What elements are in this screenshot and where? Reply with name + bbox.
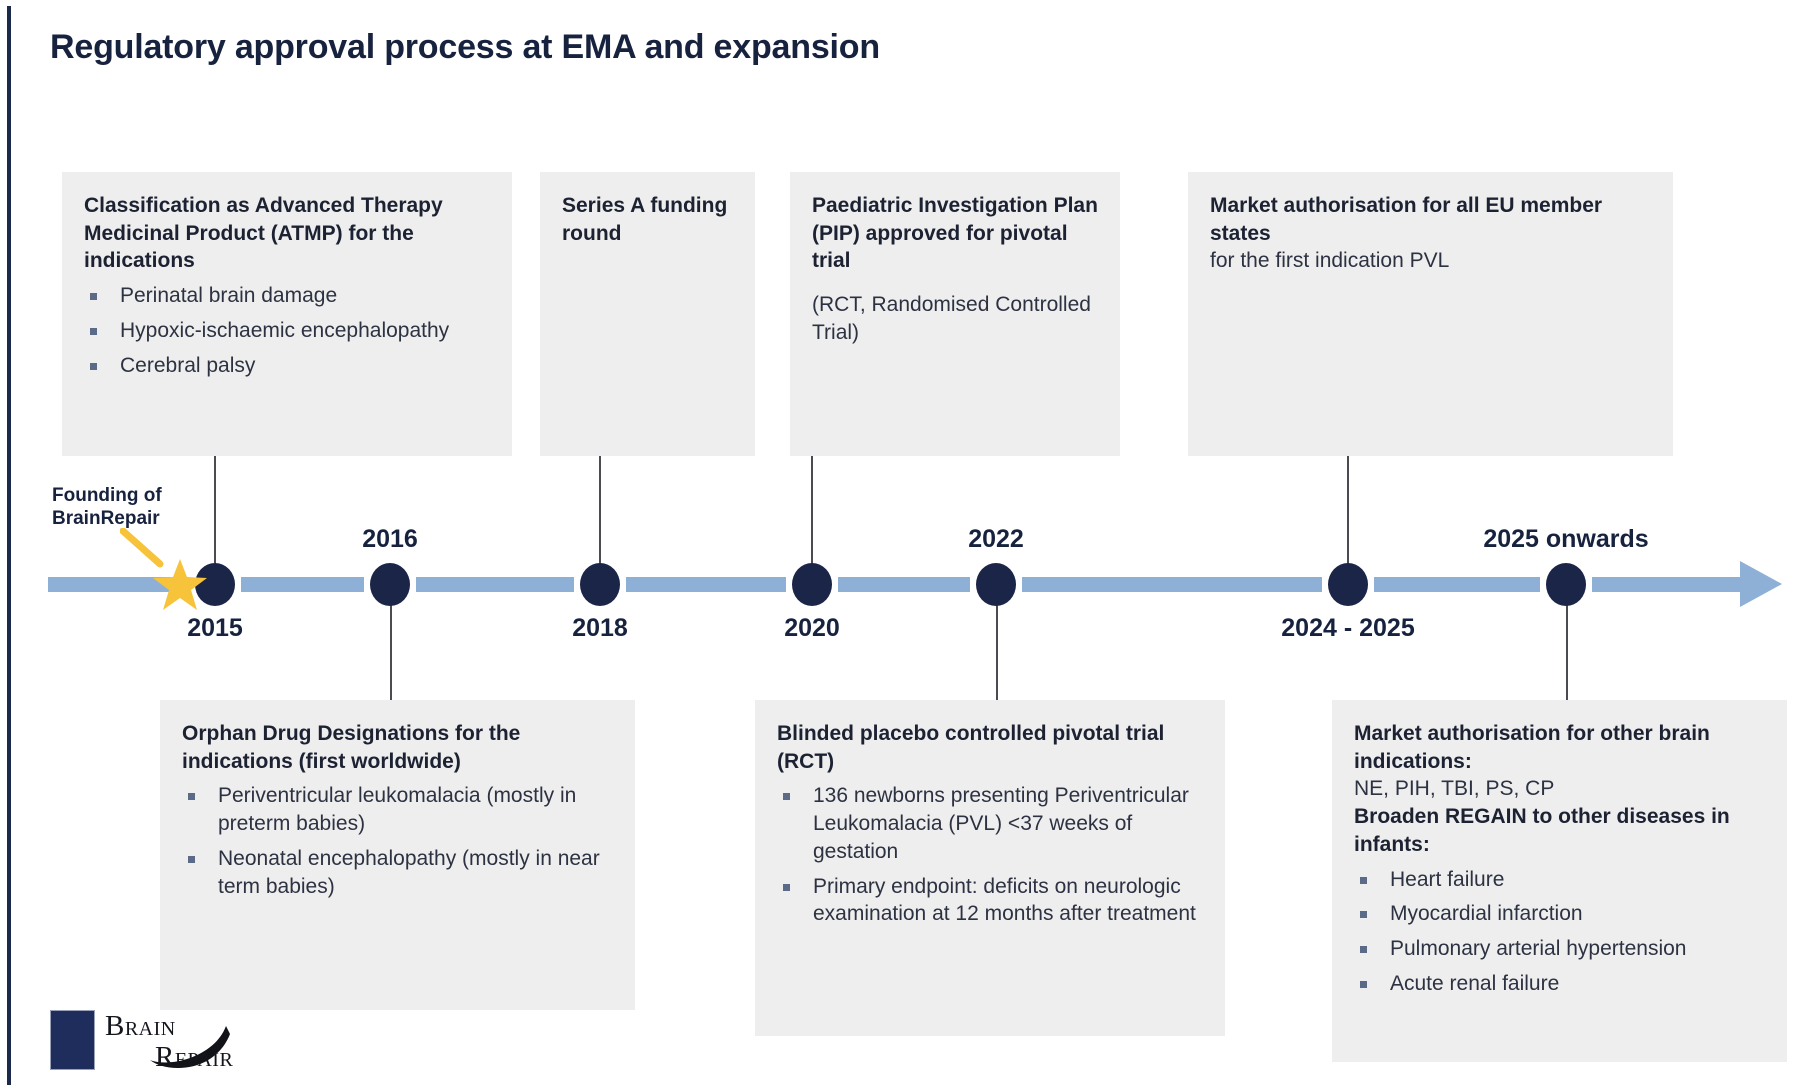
timeline-node-2018[interactable] [580,563,620,606]
connector-pip [811,456,813,568]
card-market-other-subtext: NE, PIH, TBI, PS, CP [1354,777,1555,801]
timeline-node-2024-2025[interactable] [1328,563,1368,606]
timeline-axis [48,577,1748,592]
connector-pivotal [996,600,998,700]
connector-orphan [390,600,392,700]
list-item: 136 newborns presenting Periventricular … [777,782,1203,865]
timeline-node-2022[interactable] [976,563,1016,606]
founding-label: Founding of BrainRepair [52,484,162,530]
card-pivotal-heading: Blinded placebo controlled pivotal trial… [777,722,1165,773]
connector-atmp [214,456,216,568]
year-label-2015: 2015 [187,614,243,642]
year-label-2024-2025: 2024 - 2025 [1281,614,1415,642]
card-orphan-bullets: Periventricular leukomalacia (mostly in … [182,782,613,900]
card-pivotal-bullets: 136 newborns presenting Periventricular … [777,782,1203,928]
card-orphan: Orphan Drug Designations for the indicat… [160,700,635,1010]
founding-label-line1: Founding of [52,485,162,506]
list-item: Pulmonary arterial hypertension [1354,935,1765,963]
page-title: Regulatory approval process at EMA and e… [50,28,880,66]
list-item: Perinatal brain damage [84,282,490,310]
card-series-a: Series A funding round [540,172,755,456]
connector-market-eu [1347,456,1349,568]
logo-square-icon [50,1010,95,1070]
connector-market-other [1566,600,1568,700]
card-series-a-heading: Series A funding round [562,194,728,245]
year-label-2016: 2016 [362,525,418,553]
year-label-2025-onwards: 2025 onwards [1483,525,1649,553]
brandrepair-logo: Brain Repair [50,1008,280,1074]
timeline-node-2025-onwards[interactable] [1546,563,1586,606]
list-item: Neonatal encephalopathy (mostly in near … [182,845,613,900]
timeline-node-2020[interactable] [792,563,832,606]
card-atmp: Classification as Advanced Therapy Medic… [62,172,512,456]
timeline-node-2016[interactable] [370,563,410,606]
list-item: Heart failure [1354,866,1765,894]
timeline-arrow-head [1740,561,1782,607]
card-market-other-bullets: Heart failure Myocardial infarction Pulm… [1354,866,1765,998]
founding-star-icon [153,559,207,610]
card-pivotal: Blinded placebo controlled pivotal trial… [755,700,1225,1036]
year-label-2018: 2018 [572,614,628,642]
card-pip-subtext: (RCT, Randomised Controlled Trial) [812,293,1091,344]
card-market-other-heading2: Broaden REGAIN to other diseases in infa… [1354,805,1730,856]
logo-swoosh-icon [150,1026,230,1068]
card-market-eu-heading: Market authorisation for all EU member s… [1210,194,1603,245]
card-atmp-heading: Classification as Advanced Therapy Medic… [84,194,443,273]
star-leader-line [120,528,164,568]
year-label-2020: 2020 [784,614,840,642]
card-orphan-heading: Orphan Drug Designations for the indicat… [182,722,521,773]
connector-series-a [599,456,601,568]
founding-label-line2: BrainRepair [52,508,160,530]
list-item: Myocardial infarction [1354,900,1765,928]
card-pip: Paediatric Investigation Plan (PIP) appr… [790,172,1120,456]
card-market-other-heading: Market authorisation for other brain ind… [1354,722,1710,773]
list-item: Hypoxic-ischaemic encephalopathy [84,317,490,345]
timeline-node-2015[interactable] [195,563,235,606]
list-item: Periventricular leukomalacia (mostly in … [182,782,613,837]
left-accent-bar [7,6,11,1085]
year-label-2022: 2022 [968,525,1024,553]
logo-text-brain: Brain [105,1010,176,1042]
card-market-eu-subtext: for the first indication PVL [1210,249,1450,273]
logo-text-repair: Repair [155,1041,234,1073]
card-atmp-bullets: Perinatal brain damage Hypoxic-ischaemic… [84,282,490,379]
list-item: Cerebral palsy [84,352,490,380]
list-item: Acute renal failure [1354,970,1765,998]
list-item: Primary endpoint: deficits on neurologic… [777,873,1203,928]
card-market-eu: Market authorisation for all EU member s… [1188,172,1673,456]
card-pip-heading: Paediatric Investigation Plan (PIP) appr… [812,194,1098,273]
card-market-other: Market authorisation for other brain ind… [1332,700,1787,1062]
